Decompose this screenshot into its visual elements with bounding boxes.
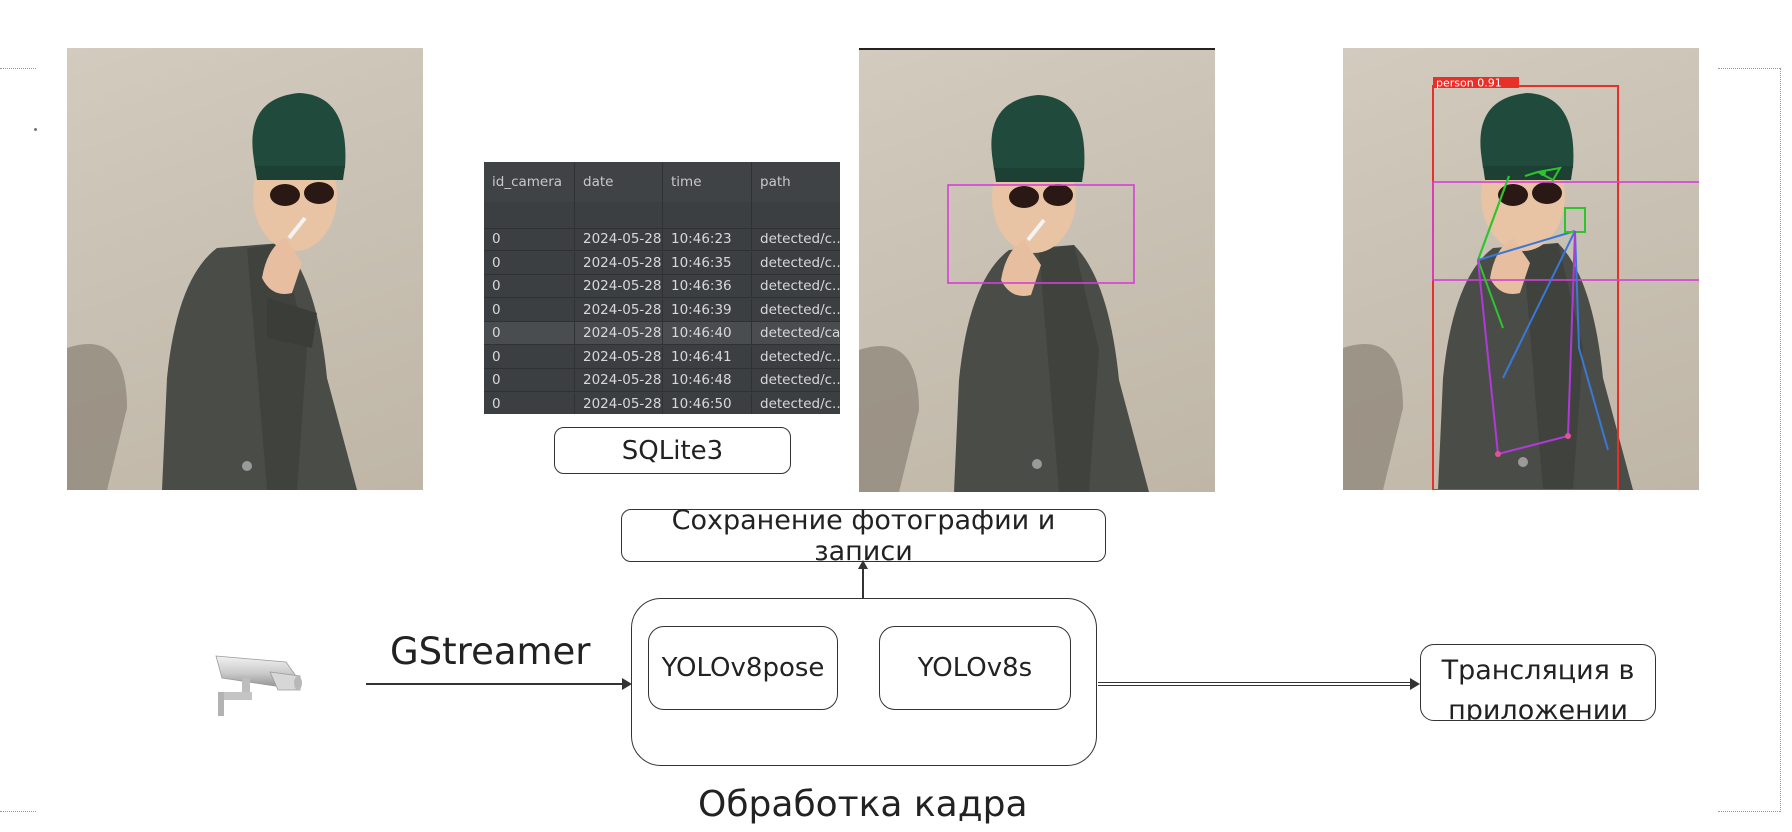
table-cell: 2024-05-28 [575, 392, 663, 414]
frame-mark [34, 128, 37, 131]
filter-cell [484, 202, 575, 228]
arrow-processing-to-save [862, 565, 864, 598]
table-cell: detected/c... [760, 231, 840, 247]
column-header-id-camera[interactable]: id_camera [484, 162, 575, 202]
security-camera-icon [215, 655, 302, 716]
frame-line-right [1780, 68, 1781, 812]
table-cell: detected/c... [760, 254, 840, 271]
model-pose-label: YOLOv8pose [661, 653, 825, 683]
frame-line-top-left [0, 68, 36, 69]
cigarette-bbox [1432, 181, 1699, 281]
person-image-pose: person 0.91 [1343, 77, 1699, 490]
photo-original [67, 48, 423, 490]
save-box: Сохранение фотографии и записи [621, 505, 1106, 567]
table-cell: 0 [484, 322, 575, 344]
processing-caption: Обработка кадра [698, 784, 1028, 825]
table-header: id_camera date time path [484, 162, 840, 203]
table-cell: 2024-05-28 [575, 228, 663, 250]
table-cell: 10:46:48 [663, 369, 752, 391]
table-cell: detected/c... [760, 372, 840, 388]
arrowhead-right [622, 678, 632, 690]
model-pose-box[interactable]: YOLOv8pose [648, 626, 838, 710]
table-cell: 10:46:39 [663, 298, 752, 321]
cigarette-bbox [947, 184, 1135, 284]
filter-cell [663, 202, 752, 228]
table-cell: 0 [484, 345, 575, 368]
frame-line-bottom-left [0, 811, 36, 812]
table-cell: 0 [484, 392, 575, 414]
frame-line-bottom-right [1718, 811, 1780, 812]
table-cell: detected/c... [760, 395, 840, 412]
column-header-path[interactable]: path [760, 174, 791, 190]
photo-yolov8pose-detection: person 0.91 [1343, 48, 1699, 490]
table-cell: detected/c... [760, 301, 840, 318]
sqlite-label: SQLite3 [621, 435, 724, 466]
arrow-processing-to-output-line2 [1098, 685, 1412, 686]
model-detect-label: YOLOv8s [917, 653, 1033, 683]
table-cell: 2024-05-28 [575, 251, 663, 274]
column-header-time[interactable]: time [663, 162, 752, 202]
transport-label: GStreamer [390, 630, 591, 673]
person-image [67, 93, 357, 490]
person-image-detected [859, 95, 1149, 492]
table-cell: 0 [484, 298, 575, 321]
table-cell: detected/c... [760, 278, 840, 294]
output-box-label: Трансляция в приложении [1441, 655, 1635, 721]
table-cell: 2024-05-28 [575, 345, 663, 368]
table-cell: 10:46:50 [663, 392, 752, 414]
table-cell: 2024-05-28 [575, 298, 663, 321]
arrowhead-up [858, 560, 868, 569]
table-cell: 10:46:23 [663, 228, 752, 250]
person-bbox [1432, 85, 1619, 490]
arrow-processing-to-output [1098, 682, 1412, 684]
column-header-date[interactable]: date [575, 162, 663, 202]
sqlite-label-box: SQLite3 [554, 427, 791, 474]
table-cell: 10:46:35 [663, 251, 752, 274]
model-detect-box[interactable]: YOLOv8s [879, 626, 1071, 710]
frame-line-top-right [1718, 68, 1780, 69]
save-box-label: Сохранение фотографии и записи [671, 504, 1056, 567]
table-cell: 0 [484, 228, 575, 250]
table-cell: detected/c... [760, 348, 840, 365]
photo-yolov8s-detection [859, 48, 1215, 492]
output-box[interactable]: Трансляция в приложении [1420, 644, 1656, 721]
table-cell: 2024-05-28 [575, 322, 663, 344]
arrowhead-right [1410, 678, 1420, 690]
table-cell: 10:46:41 [663, 345, 752, 368]
table-cell: 0 [484, 251, 575, 274]
table-cell: 0 [484, 369, 575, 391]
table-cell: 2024-05-28 [575, 275, 663, 297]
table-cell: 10:46:40 [663, 322, 752, 344]
filter-cell [575, 202, 663, 228]
table-cell: 10:46:36 [663, 275, 752, 297]
table-cell: 2024-05-28 [575, 369, 663, 391]
table-cell: detected/can [760, 325, 840, 341]
filter-row[interactable] [484, 202, 840, 229]
detection-label: person 0.91 [1436, 77, 1502, 90]
table-cell: 0 [484, 275, 575, 297]
arrow-camera-to-processing [366, 683, 624, 685]
